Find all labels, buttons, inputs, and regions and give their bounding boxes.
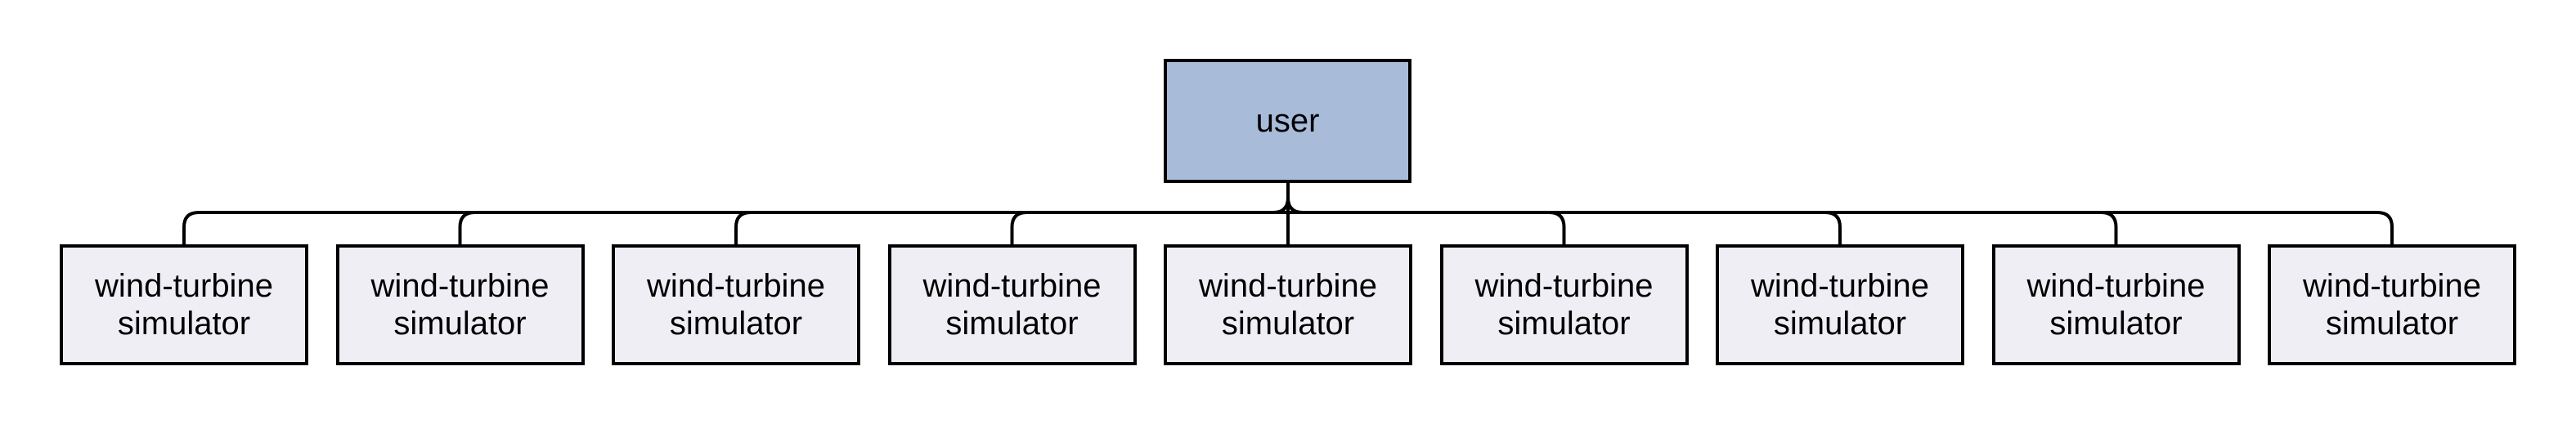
edge-drop-child-8 <box>2101 211 2118 244</box>
node-wind-turbine-simulator-4: wind-turbine simulator <box>887 244 1137 365</box>
edge-drop-child-9 <box>2376 211 2394 244</box>
node-wind-turbine-simulator-5: wind-turbine simulator <box>1164 244 1412 365</box>
edge-drop-child-4 <box>1010 211 1027 244</box>
edge-drop-child-3 <box>734 211 752 244</box>
node-wind-turbine-simulator-7: wind-turbine simulator <box>1716 244 1964 365</box>
edge-fan-left <box>1272 197 1290 214</box>
edge-drop-child-7 <box>1824 211 1842 244</box>
node-wind-turbine-simulator-1: wind-turbine simulator <box>60 244 308 365</box>
edge-drop-child-2 <box>458 211 475 244</box>
node-wind-turbine-simulator-2: wind-turbine simulator <box>335 244 585 365</box>
edge-fan-right <box>1286 197 1304 214</box>
node-wind-turbine-simulator-6: wind-turbine simulator <box>1439 244 1689 365</box>
node-wind-turbine-simulator-9: wind-turbine simulator <box>2268 244 2516 365</box>
edge-drop-child-1 <box>182 211 200 244</box>
node-wind-turbine-simulator-3: wind-turbine simulator <box>612 244 860 365</box>
node-user: user <box>1164 59 1411 183</box>
node-wind-turbine-simulator-8: wind-turbine simulator <box>1991 244 2241 365</box>
edge-drop-child-6 <box>1549 211 1566 244</box>
